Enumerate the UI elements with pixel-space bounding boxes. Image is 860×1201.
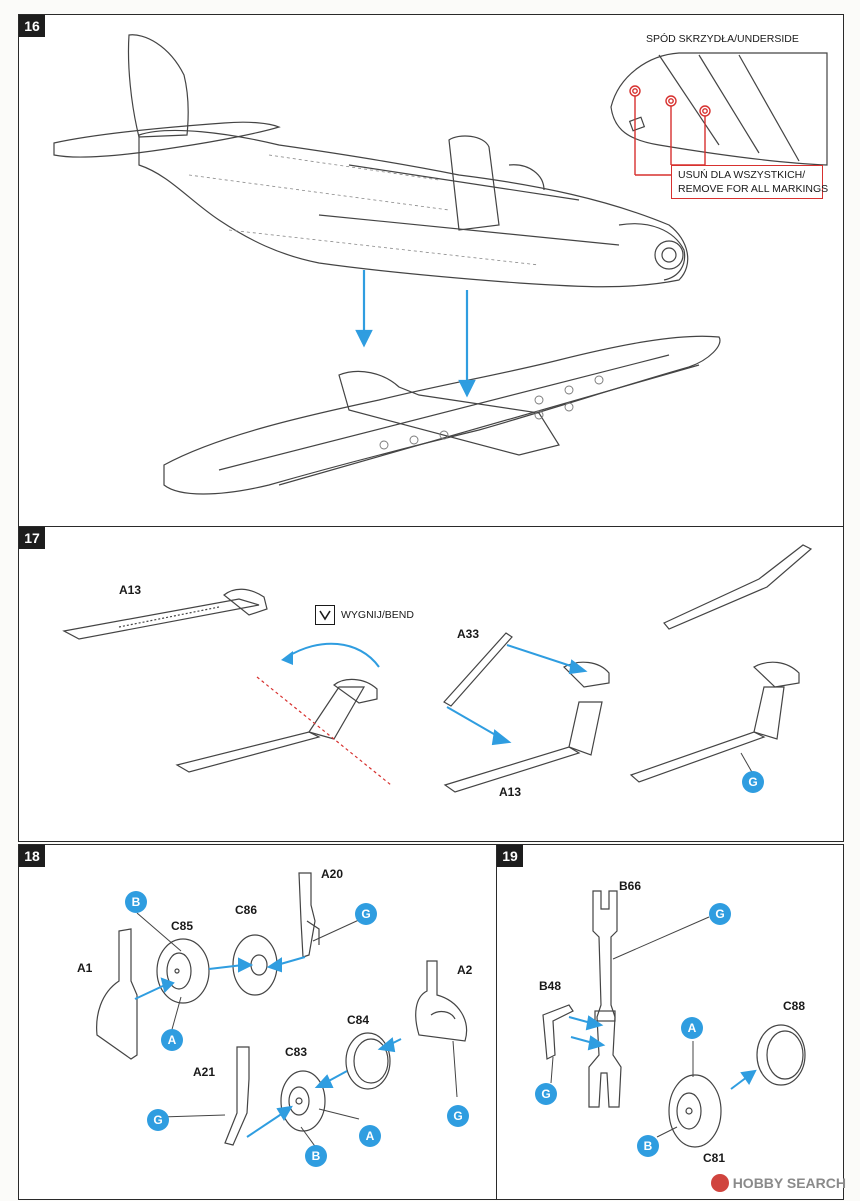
label-a1: A1 <box>77 961 93 975</box>
label-a33: A33 <box>457 627 480 641</box>
c84-ring-drawing <box>345 1032 391 1090</box>
bend-icon <box>315 605 335 625</box>
marker-a-lower: A <box>359 1125 381 1147</box>
label-a13-bottom: A13 <box>499 785 522 799</box>
c88-cap-drawing <box>756 1024 806 1086</box>
a2-part-drawing <box>415 960 468 1042</box>
marker-g-left: G <box>147 1109 169 1131</box>
wing-drawing <box>163 335 721 495</box>
bend-line <box>256 676 392 786</box>
glue-marker-g: G <box>742 771 764 793</box>
step-17-panel: 17 <box>18 526 844 842</box>
underside-inset-drawing <box>610 52 828 166</box>
remove-note-line-2: REMOVE FOR ALL MARKINGS <box>678 183 829 195</box>
marker-b-c81: B <box>637 1135 659 1157</box>
label-c81: C81 <box>703 1151 726 1165</box>
label-a21: A21 <box>193 1065 216 1079</box>
step-18-drawing <box>96 872 468 1150</box>
step-16-badge: 16 <box>19 15 45 37</box>
a33-a13-assembly-drawing <box>443 632 610 793</box>
step-17-badge: 17 <box>19 527 45 549</box>
step-16-drawing <box>53 34 828 495</box>
assembly-arrows <box>355 270 476 398</box>
c81-wheel-drawing <box>668 1074 722 1148</box>
a1-part-drawing <box>96 928 138 1060</box>
label-b48: B48 <box>539 979 562 993</box>
step-18-leader-lines <box>136 912 458 1150</box>
finished-strut-bottom-drawing <box>629 661 800 783</box>
label-c83: C83 <box>285 1045 308 1059</box>
label-a2: A2 <box>457 963 473 977</box>
step-18-arrows <box>134 956 402 1138</box>
underside-label: SPÓD SKRZYDŁA/UNDERSIDE <box>646 33 799 45</box>
label-b66: B66 <box>619 879 642 893</box>
step-16-panel: 16 <box>18 14 844 528</box>
label-a20: A20 <box>321 867 344 881</box>
watermark-text: HOBBY SEARCH <box>732 1175 846 1191</box>
bend-part-drawing <box>175 678 378 773</box>
finished-strut-top-drawing <box>663 544 813 630</box>
c83-wheel-drawing <box>280 1070 326 1132</box>
marker-b-lower: B <box>305 1145 327 1167</box>
step-17-drawing <box>62 544 813 793</box>
b66-strut-drawing <box>588 890 622 1108</box>
marker-g-upper: G <box>355 903 377 925</box>
marker-g-right: G <box>447 1105 469 1127</box>
label-c84: C84 <box>347 1013 370 1027</box>
a13-part-drawing <box>62 588 268 640</box>
marker-a-c81: A <box>681 1017 703 1039</box>
step-19-badge: 19 <box>497 845 523 867</box>
a20-part-drawing <box>298 872 320 958</box>
remove-markings-note: USUŃ DLA WSZYSTKICH/ REMOVE FOR ALL MARK… <box>671 165 829 199</box>
c85-wheel-drawing <box>156 938 210 1004</box>
a21-part-drawing <box>224 1046 250 1146</box>
bend-direction-arrow <box>286 642 380 668</box>
step-19-drawing <box>542 890 806 1148</box>
removal-marks <box>629 85 711 176</box>
bend-glyph <box>319 610 331 621</box>
bend-arrow-head <box>281 651 293 665</box>
fuselage-detail-lines <box>188 154 540 266</box>
hobby-search-watermark: HOBBY SEARCH <box>710 1174 846 1192</box>
step-19-arrows <box>568 1015 757 1090</box>
label-c88: C88 <box>783 999 806 1013</box>
bend-label: WYGNIJ/BEND <box>341 609 414 621</box>
marker-a-upper: A <box>161 1029 183 1051</box>
step-18-panel: 18 <box>18 844 498 1200</box>
hobby-search-logo-icon <box>710 1174 729 1192</box>
step-18-badge: 18 <box>19 845 45 867</box>
marker-g-b66: G <box>709 903 731 925</box>
wing-detail-dots <box>379 375 604 450</box>
label-c85: C85 <box>171 919 194 933</box>
step-19-panel: 19 <box>496 844 844 1200</box>
b48-part-drawing <box>542 1004 574 1060</box>
step-19-leader-lines <box>550 916 710 1138</box>
label-a13-top: A13 <box>119 583 142 597</box>
remove-note-line-1: USUŃ DLA WSZYSTKICH/ <box>678 169 806 181</box>
marker-g-b48: G <box>535 1083 557 1105</box>
marker-b-upper: B <box>125 891 147 913</box>
a33-assembly-arrows <box>446 644 588 746</box>
label-c86: C86 <box>235 903 258 917</box>
fuselage-drawing <box>53 34 689 288</box>
